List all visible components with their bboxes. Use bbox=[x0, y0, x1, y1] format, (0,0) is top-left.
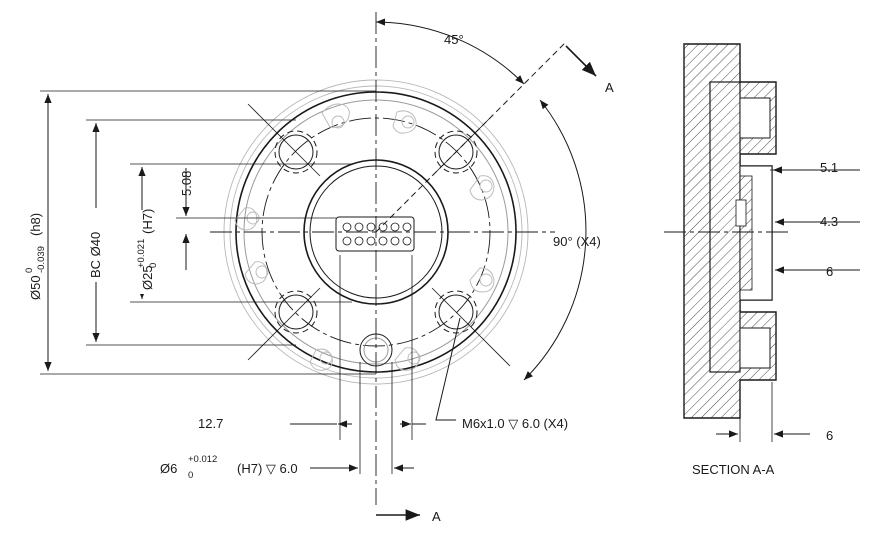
connector bbox=[335, 216, 415, 252]
dim-4-3-label: 4.3 bbox=[820, 214, 838, 229]
section-view: 5.1 4.3 6 6 SECTION A-A bbox=[664, 43, 860, 477]
dim-6-b-label: 6 bbox=[826, 428, 833, 443]
threaded-holes bbox=[274, 130, 478, 334]
svg-text:Ø6: Ø6 bbox=[160, 461, 177, 476]
pin-spacing-label: 12.7 bbox=[198, 416, 223, 431]
thread-leader bbox=[435, 317, 461, 421]
section-marker-bottom: A bbox=[432, 509, 441, 524]
svg-text:+0.012: +0.012 bbox=[188, 454, 217, 465]
section-arrow-top bbox=[565, 45, 597, 77]
angle-45-label: 45° bbox=[444, 32, 464, 47]
svg-text:(h8): (h8) bbox=[28, 213, 43, 236]
rim-pockets bbox=[234, 103, 495, 371]
outer-diameter-label: Ø50 0 -0.039 (h8) bbox=[24, 182, 47, 304]
svg-text:0: 0 bbox=[188, 470, 193, 481]
svg-text:+0.021: +0.021 bbox=[136, 239, 147, 268]
svg-text:0: 0 bbox=[148, 263, 159, 268]
dim-6-a-label: 6 bbox=[826, 264, 833, 279]
svg-text:(H7) ▽ 6.0: (H7) ▽ 6.0 bbox=[237, 461, 298, 476]
svg-text:0: 0 bbox=[24, 268, 35, 273]
section-title: SECTION A-A bbox=[692, 462, 775, 477]
angle-90-label: 90° (X4) bbox=[553, 234, 601, 249]
dim-5-1-label: 5.1 bbox=[820, 160, 838, 175]
svg-text:BC Ø40: BC Ø40 bbox=[88, 232, 103, 278]
dowel-label: Ø6 +0.012 0 (H7) ▽ 6.0 bbox=[160, 454, 298, 481]
svg-text:(H7): (H7) bbox=[140, 209, 155, 234]
svg-text:Ø25: Ø25 bbox=[140, 265, 155, 290]
thread-callout-label: M6x1.0 ▽ 6.0 (X4) bbox=[462, 416, 568, 431]
front-view: 45° 90° (X4) A A Ø50 0 -0.039 (h8) BC Ø4… bbox=[24, 12, 614, 524]
bore-label: Ø25 +0.021 0 (H7) bbox=[136, 209, 159, 294]
connector-offset-label: 5.08 bbox=[179, 171, 194, 196]
section-marker-top: A bbox=[605, 80, 614, 95]
angle-90-arc bbox=[523, 99, 587, 381]
angle-45-arc bbox=[375, 18, 525, 85]
bolt-circle-label: BC Ø40 bbox=[88, 208, 104, 282]
svg-text:5.08: 5.08 bbox=[179, 171, 194, 196]
svg-text:-0.039: -0.039 bbox=[36, 246, 47, 273]
svg-text:Ø50: Ø50 bbox=[28, 275, 43, 300]
